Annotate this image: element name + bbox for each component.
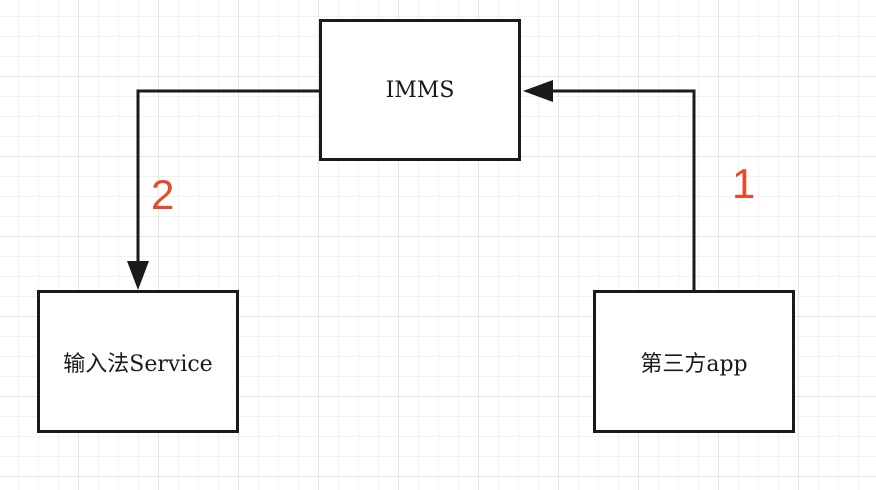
step-1-label: 1 — [732, 160, 756, 207]
third-party-app-node: 第三方app — [593, 290, 795, 433]
edge-app-to-imms-arrowhead — [523, 80, 553, 102]
ime-service-node: 输入法Service — [37, 290, 239, 433]
step-2-label: 2 — [151, 171, 175, 218]
third-party-app-node-label: 第三方app — [640, 351, 748, 377]
imms-node-label: IMMS — [385, 77, 455, 103]
ime-service-node-label: 输入法Service — [63, 351, 213, 377]
imms-node: IMMS — [319, 19, 521, 161]
edge-app-to-imms-line — [552, 89, 696, 290]
edge-imms-to-ime-arrowhead — [127, 261, 149, 290]
edge-imms-to-ime-line — [136, 89, 319, 262]
